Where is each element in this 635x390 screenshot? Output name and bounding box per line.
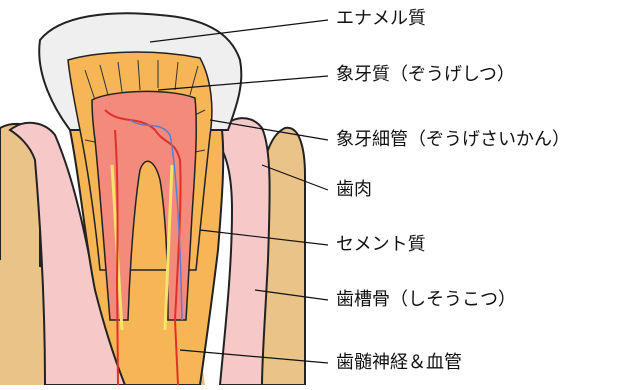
label-pulp: 歯髄神経＆血管 xyxy=(336,352,462,374)
label-enamel: エナメル質 xyxy=(336,8,426,30)
label-dentinal-tubules: 象牙細管（ぞうげさいかん） xyxy=(336,129,570,151)
label-dentin: 象牙質（ぞうげしつ） xyxy=(336,64,515,86)
label-cementum: セメント質 xyxy=(336,234,426,256)
label-gingiva: 歯肉 xyxy=(336,179,372,201)
label-alveolar-bone: 歯槽骨（しそうこつ） xyxy=(336,289,516,311)
